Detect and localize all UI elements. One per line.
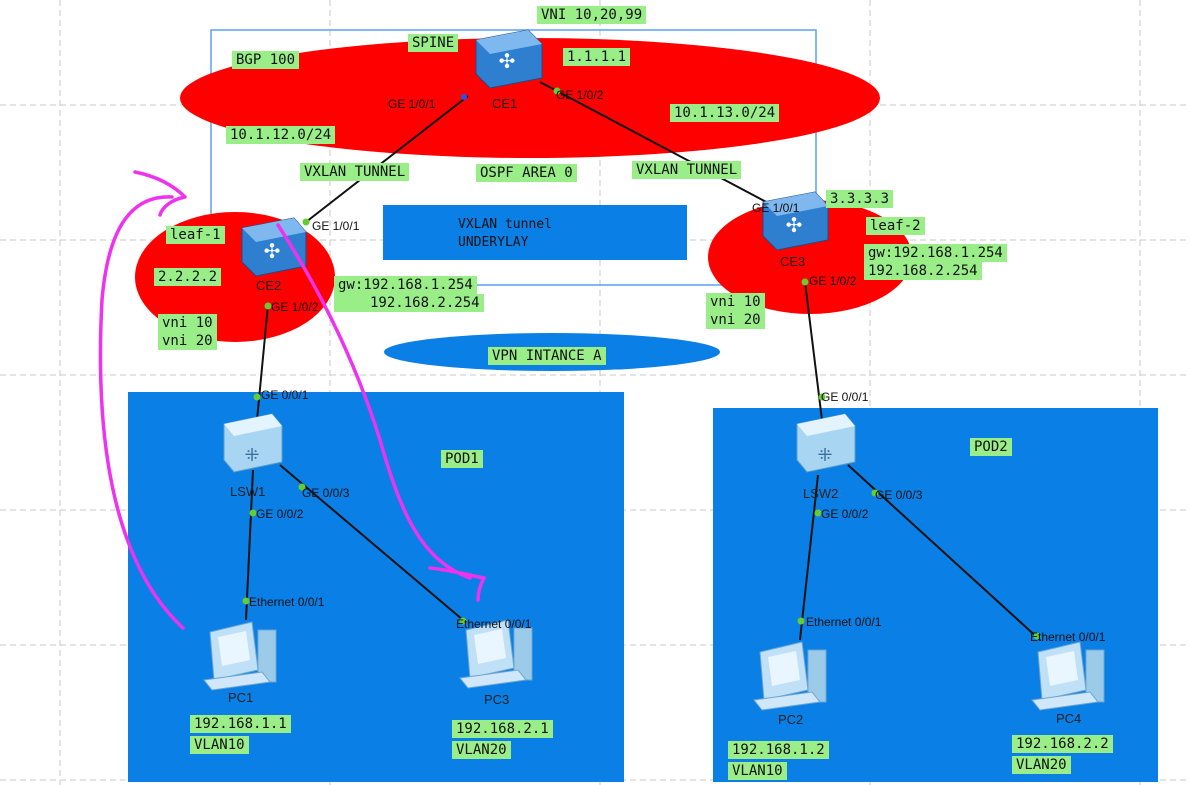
leaf2-vni10-label: vni 10	[706, 293, 765, 311]
ce2-port-up: GE 1/0/1	[312, 219, 360, 233]
pc3-port: Ethernet 0/0/1	[456, 617, 532, 631]
spine-frame	[210, 29, 817, 286]
pc1-port: Ethernet 0/0/1	[249, 595, 325, 609]
leaf2-gateway1-label: gw:192.168.1.254	[864, 244, 1007, 262]
leaf1-vni10-label: vni 10	[158, 314, 217, 332]
ce3-port-up: GE 1/0/1	[752, 201, 800, 215]
leaf2-vni20-label: vni 20	[706, 311, 765, 329]
link-lsw1-pc1	[245, 469, 254, 621]
svg-text:⁜: ⁜	[817, 445, 832, 466]
svg-text:✣: ✣	[786, 213, 803, 237]
link-ce1-ce2	[305, 95, 469, 223]
pc1-vlan-label: VLAN10	[190, 736, 249, 754]
links	[245, 81, 1041, 641]
lsw2-port-down2: GE 0/0/3	[875, 488, 923, 502]
annotation-arrow-left	[98, 195, 185, 630]
leaf1-vni20-label: vni 20	[158, 332, 217, 350]
ce2-router-icon[interactable]: ✣	[241, 217, 307, 277]
spine-role-label: SPINE	[408, 34, 459, 52]
ce1-port-right: GE 1/0/2	[556, 88, 604, 102]
pc4-device-name: PC4	[1056, 711, 1082, 726]
link-ce2-lsw1	[256, 304, 269, 421]
lsw2-device-name: LSW2	[803, 486, 839, 501]
spine-loopback-label: 1.1.1.1	[563, 48, 631, 66]
annotation-arrow-left-head	[133, 170, 187, 217]
ospf-area-label: OSPF AREA 0	[476, 164, 577, 182]
spine-zone	[180, 38, 880, 158]
pc1-device-name: PC1	[228, 690, 254, 705]
pc1-computer-icon[interactable]	[203, 621, 277, 691]
ce1-port-left: GE 1/0/1	[388, 97, 436, 111]
pod2-box	[713, 408, 1158, 782]
annotation-arrow-right	[276, 223, 472, 580]
lsw1-switch-icon[interactable]: ⁜	[223, 413, 283, 473]
right-subnet-label: 10.1.13.0/24	[670, 104, 780, 122]
right-vxlan-tunnel-label: VXLAN TUNNEL	[632, 161, 742, 179]
ce3-port-down: GE 1/0/2	[809, 274, 857, 288]
ce1-router-icon[interactable]: ✣	[475, 29, 543, 89]
leaf1-gateway1-label: gw:192.168.1.254	[334, 276, 477, 294]
lsw2-port-up: GE 0/0/1	[821, 390, 869, 404]
lsw2-switch-icon[interactable]: ⁜	[796, 413, 856, 473]
leaf2-loopback-label: 3.3.3.3	[826, 190, 894, 208]
ce3-router-icon[interactable]: ✣	[762, 191, 829, 251]
svg-text:✣: ✣	[499, 49, 516, 73]
lsw1-port-down2: GE 0/0/3	[302, 486, 350, 500]
lsw1-port-up: GE 0/0/1	[261, 388, 309, 402]
annotation-arrow-right-head	[428, 566, 486, 602]
pc3-device-name: PC3	[484, 692, 510, 707]
pc2-vlan-label: VLAN10	[728, 762, 787, 780]
pc2-computer-icon[interactable]	[753, 641, 827, 711]
pc2-device-name: PC2	[778, 712, 804, 727]
underlay-box	[383, 205, 687, 260]
lsw2-port-down1: GE 0/0/2	[821, 507, 869, 521]
spine-vni-label: VNI 10,20,99	[537, 6, 647, 24]
lsw1-port-down1: GE 0/0/2	[256, 507, 304, 521]
pod1-label: POD1	[441, 450, 483, 468]
leaf2-role-label: leaf-2	[866, 217, 925, 235]
pc2-port: Ethernet 0/0/1	[806, 615, 882, 629]
link-lsw2-pc4	[847, 464, 1041, 641]
leaf1-role-label: leaf-1	[166, 226, 225, 244]
ce1-device-name: CE1	[492, 96, 518, 111]
link-lsw2-pc2	[799, 474, 819, 641]
underlay-line1: VXLAN tunnel	[458, 217, 552, 232]
pc4-computer-icon[interactable]	[1031, 641, 1105, 711]
pc4-ip-label: 192.168.2.2	[1012, 735, 1113, 753]
leaf2-zone	[708, 200, 912, 314]
svg-text:⁜: ⁜	[244, 445, 259, 466]
left-vxlan-tunnel-label: VXLAN TUNNEL	[300, 163, 410, 181]
left-subnet-label: 10.1.12.0/24	[226, 126, 336, 144]
pod2-label: POD2	[970, 438, 1012, 456]
ce2-device-name: CE2	[256, 278, 282, 293]
pc4-port: Ethernet 0/0/1	[1030, 630, 1106, 644]
vpn-instance-label: VPN INTANCE A	[488, 347, 606, 365]
ce3-device-name: CE3	[780, 254, 806, 269]
ce2-port-down: GE 1/0/2	[271, 300, 319, 314]
bgp-as-label: BGP 100	[232, 51, 300, 69]
pc2-ip-label: 192.168.1.2	[728, 741, 829, 759]
pc3-ip-label: 192.168.2.1	[452, 720, 553, 738]
leaf2-gateway2-label: 192.168.2.254	[864, 262, 982, 280]
leaf1-gateway2-label: 192.168.2.254	[334, 294, 484, 312]
pc1-ip-label: 192.168.1.1	[190, 715, 291, 733]
annotation-arrows	[98, 170, 486, 630]
svg-text:✣: ✣	[264, 239, 281, 263]
lsw1-device-name: LSW1	[230, 484, 266, 499]
link-lsw1-pc3	[279, 464, 464, 621]
pc4-vlan-label: VLAN20	[1012, 756, 1071, 774]
pc3-vlan-label: VLAN20	[452, 741, 511, 759]
link-ce1-ce3	[539, 81, 773, 206]
pc3-computer-icon[interactable]	[459, 619, 533, 689]
underlay-line2: UNDERYLAY	[458, 235, 529, 250]
leaf1-loopback-label: 2.2.2.2	[154, 268, 222, 286]
